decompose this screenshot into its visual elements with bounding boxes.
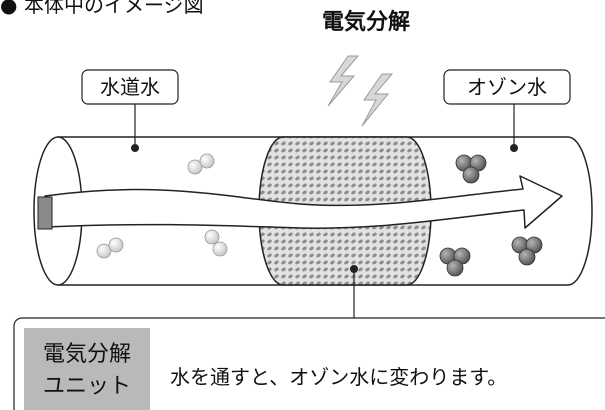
lightning-bolt-icon — [327, 55, 360, 107]
heading-text: 本体中のイメージ図 — [24, 0, 204, 17]
unit-description-box: 電気分解 ユニット 水を通すと、オゾン水に変わります。 — [13, 317, 605, 410]
ozone-molecule — [455, 154, 487, 184]
ozone-molecules — [439, 154, 543, 277]
pipe-outlet-end — [567, 136, 593, 286]
unit-tag-line1: 電気分解 — [43, 342, 131, 367]
unit-description: 水を通すと、オゾン水に変わります。 — [170, 365, 507, 389]
water-bubbles — [96, 153, 228, 259]
ozone-molecule — [439, 247, 471, 277]
electrolysis-title: 電気分解 — [322, 9, 410, 35]
unit-leader-dot — [350, 265, 358, 273]
ozone-water-label: オゾン水 — [467, 75, 547, 99]
tap-water-label: 水道水 — [100, 75, 160, 99]
inlet-marker — [37, 196, 53, 230]
ozone-molecule — [511, 236, 543, 266]
flow-arrow — [37, 175, 563, 230]
lightning-bolt-icon — [361, 73, 394, 127]
ozone-water-callout: オゾン水 — [443, 69, 571, 152]
tap-water-callout: 水道水 — [81, 69, 179, 152]
unit-tag-line2: ユニット — [43, 374, 131, 399]
unit-tag — [24, 328, 150, 410]
heading-bullet: ● — [0, 0, 17, 17]
